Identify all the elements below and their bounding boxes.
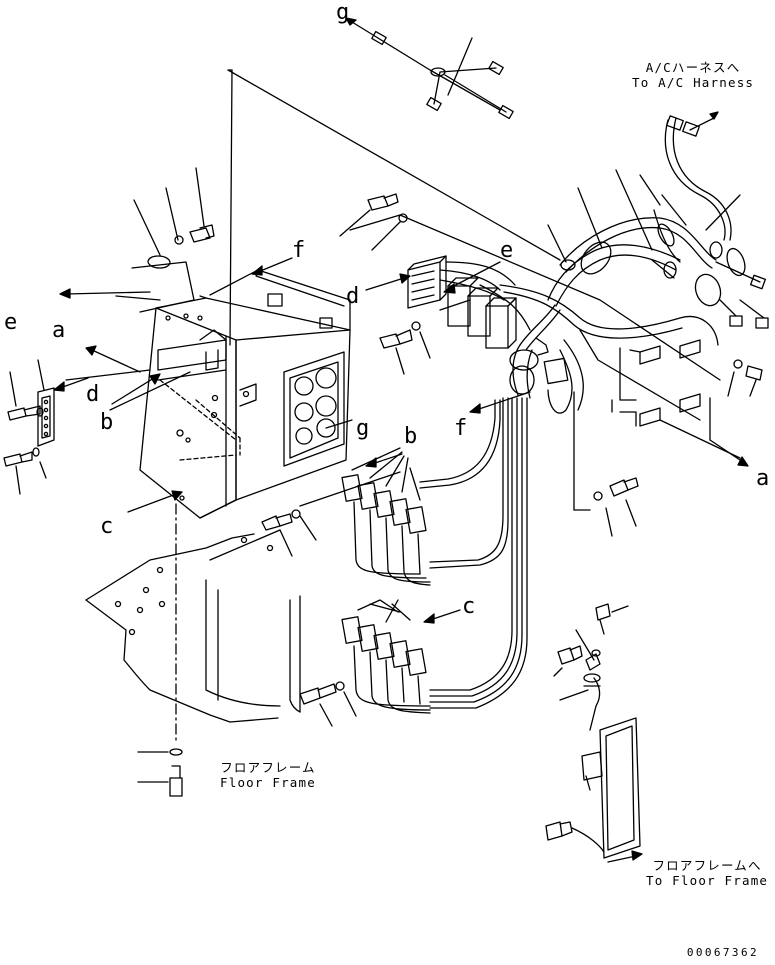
sub-harness-g bbox=[346, 18, 513, 118]
ref-label-d-right: d bbox=[346, 284, 360, 309]
controller-box bbox=[116, 168, 352, 518]
ref-label-f-top: f bbox=[292, 238, 306, 263]
note-to-floor-frame-jp: フロアフレームへ bbox=[652, 858, 762, 873]
note-floor-frame-jp: フロアフレーム bbox=[220, 760, 316, 775]
ref-label-c-left: c bbox=[100, 514, 114, 539]
note-floor-frame: フロアフレーム Floor Frame bbox=[220, 760, 316, 790]
ref-label-d-left: d bbox=[86, 382, 100, 407]
ref-label-g-top: g bbox=[336, 0, 350, 25]
floor-frame bbox=[86, 534, 300, 722]
ref-label-e-right: e bbox=[500, 238, 514, 263]
ref-label-g-mid: g bbox=[356, 416, 370, 441]
note-ac-harness: A/Cハーネスへ To A/C Harness bbox=[632, 60, 754, 90]
reference-arrows bbox=[54, 258, 748, 862]
lower-right-parts bbox=[546, 604, 640, 858]
note-to-floor-frame: フロアフレームへ To Floor Frame bbox=[646, 858, 768, 888]
ref-label-b-left: b bbox=[100, 410, 114, 435]
ref-label-f-mid: f bbox=[454, 416, 468, 441]
note-to-floor-frame-en: To Floor Frame bbox=[646, 873, 769, 888]
connector-plate bbox=[4, 360, 190, 494]
note-ac-harness-en: To A/C Harness bbox=[632, 75, 755, 90]
ac-harness-branch bbox=[548, 112, 768, 328]
connector-group-b bbox=[342, 448, 430, 585]
connector-group-c bbox=[300, 600, 430, 726]
ref-label-a-left: a bbox=[52, 318, 66, 343]
relay-bolts bbox=[340, 194, 470, 374]
relay-block bbox=[408, 256, 516, 348]
drawing-code: 00067362 bbox=[686, 946, 759, 959]
ref-label-a-right: a bbox=[756, 466, 770, 491]
leader-lines bbox=[228, 70, 720, 380]
note-floor-frame-en: Floor Frame bbox=[220, 775, 316, 790]
ref-label-b-right: b bbox=[404, 424, 418, 449]
note-ac-harness-jp: A/Cハーネスへ bbox=[645, 60, 741, 75]
ref-label-e-left: e bbox=[4, 310, 18, 335]
ref-label-c-right: c bbox=[462, 594, 476, 619]
box-bolts bbox=[138, 472, 400, 796]
right-side-parts bbox=[574, 340, 762, 536]
